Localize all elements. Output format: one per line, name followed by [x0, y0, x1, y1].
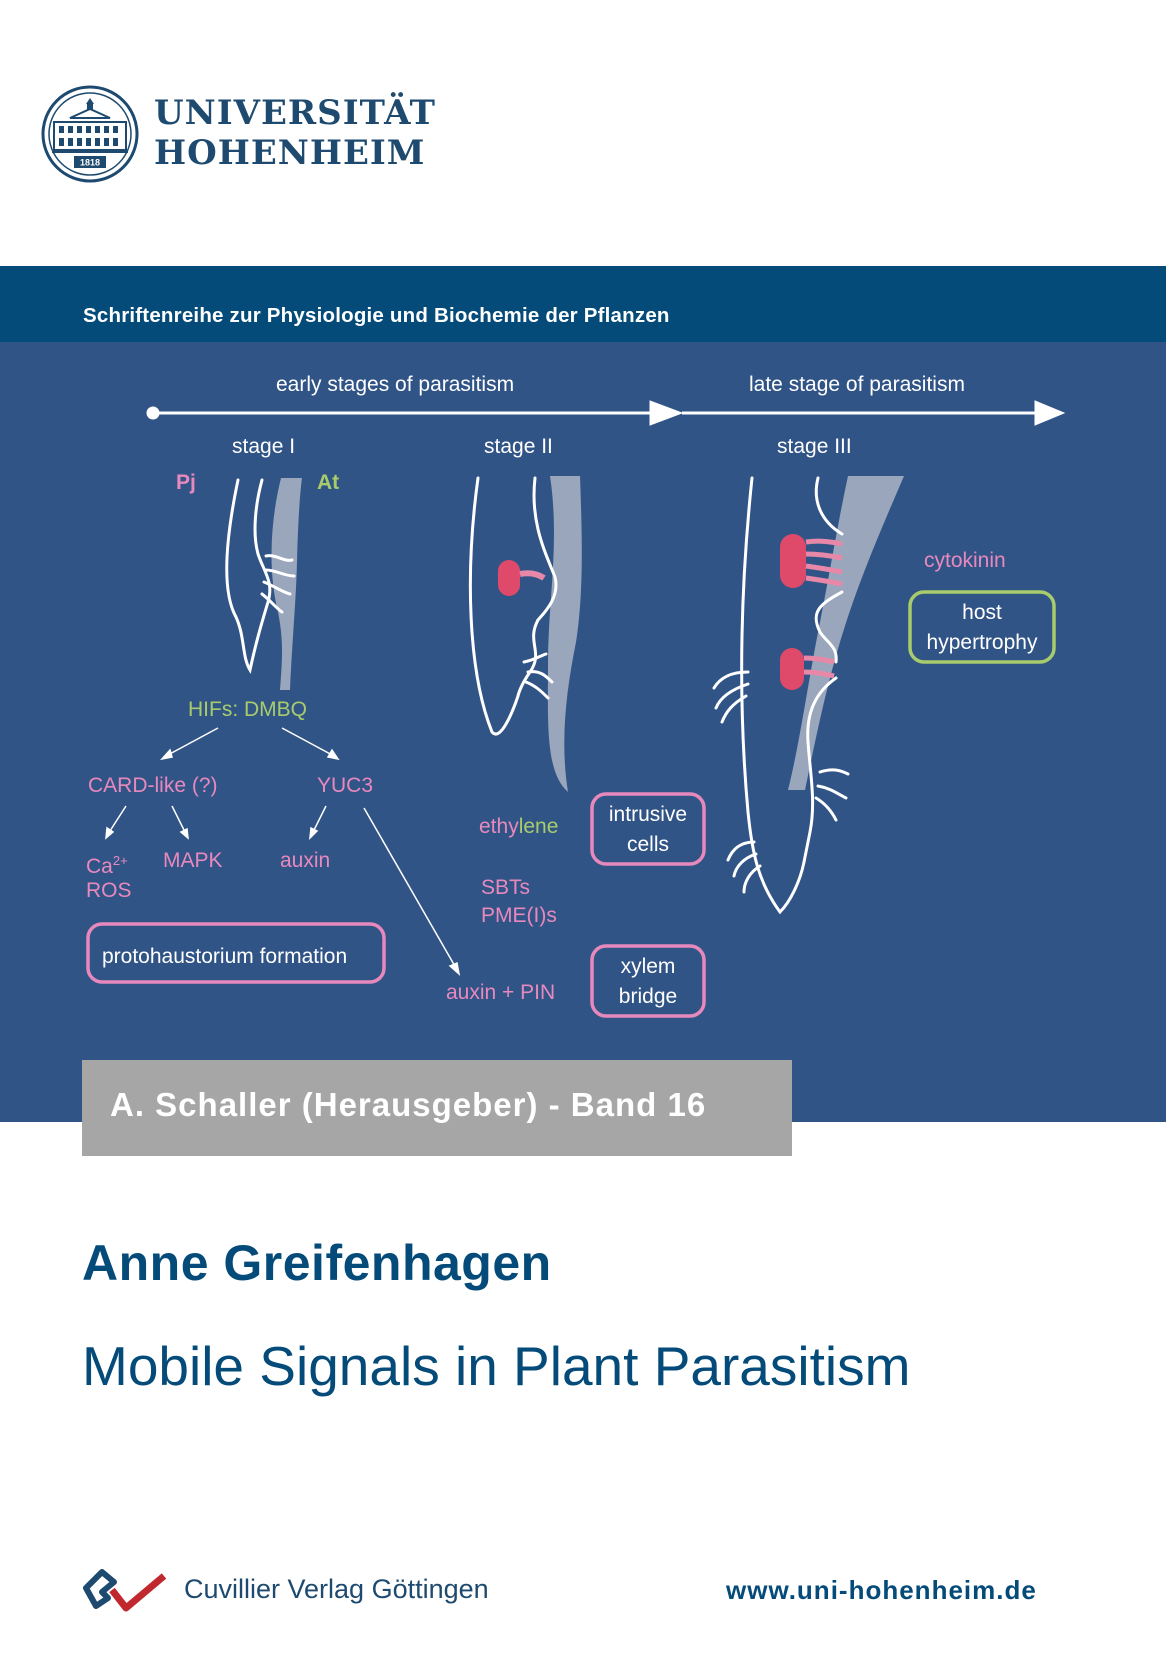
- host-line2: hypertrophy: [926, 631, 1038, 654]
- publisher-name: Cuvillier Verlag Göttingen: [184, 1574, 489, 1604]
- pmes-label: PME(I)s: [481, 904, 557, 927]
- publisher-logo-icon: [83, 1569, 167, 1612]
- intrusive-cells-label: intrusive cells: [592, 802, 704, 857]
- seal-year: 1818: [80, 158, 100, 168]
- ca-label: Ca2+: [86, 848, 128, 879]
- series-title: Schriftenreihe zur Physiologie und Bioch…: [83, 304, 670, 327]
- series-band: [0, 266, 1166, 342]
- stage2-illustration: [468, 476, 582, 792]
- timeline-late-label: late stage of parasitism: [749, 373, 965, 396]
- host-hypertrophy-label: host hypertrophy: [910, 600, 1054, 655]
- book-title: Mobile Signals in Plant Parasitism: [82, 1335, 911, 1397]
- yuc3-label: YUC3: [317, 774, 374, 797]
- ca-superscript: 2+: [112, 853, 128, 868]
- stage3-label: stage III: [777, 435, 852, 458]
- author-name: Anne Greifenhagen: [82, 1235, 552, 1291]
- hifs-label: HIFs: DMBQ: [188, 698, 307, 721]
- stage3-illustration: [712, 476, 904, 915]
- ethylene-part2: lene: [518, 815, 559, 838]
- xylem-line1: xylem: [620, 955, 676, 978]
- host-line1: host: [962, 601, 1002, 624]
- card-like-label: CARD-like (?): [88, 774, 218, 797]
- auxin-label: auxin: [280, 849, 331, 872]
- host-hypertrophy-box: [908, 590, 1056, 664]
- protohaustorium-label: protohaustorium formation: [102, 945, 348, 968]
- intrusive-line1: intrusive: [608, 803, 688, 826]
- sbts-label: SBTs: [481, 876, 531, 899]
- protohaustorium-box: [86, 922, 386, 984]
- timeline-arrow: [146, 400, 1066, 426]
- mapk-label: MAPK: [163, 849, 223, 872]
- at-label: At: [317, 471, 340, 494]
- editor-text: A. Schaller (Herausgeber) - Band 16: [110, 1086, 707, 1123]
- university-name-line1: UNIVERSITÄT: [154, 93, 436, 133]
- stage1-illustration: [225, 478, 302, 690]
- intrusive-line2: cells: [626, 833, 669, 856]
- xylem-line2: bridge: [618, 985, 678, 1008]
- ros-label: ROS: [86, 879, 132, 902]
- university-name: UNIVERSITÄT HOHENHEIM: [154, 93, 436, 173]
- stage1-label: stage I: [232, 435, 296, 458]
- pj-label: Pj: [176, 471, 196, 494]
- editor-band: [82, 1060, 792, 1156]
- intrusive-cells-box: [590, 792, 706, 866]
- website-url: www.uni-hohenheim.de: [726, 1575, 1037, 1605]
- stage2-label: stage II: [484, 435, 553, 458]
- parasitism-diagram: [86, 400, 1066, 1018]
- ca-text: Ca: [86, 855, 113, 878]
- xylem-bridge-box: [590, 944, 706, 1018]
- xylem-bridge-label: xylem bridge: [592, 954, 704, 1009]
- cytokinin-label: cytokinin: [924, 549, 1006, 572]
- auxin-pin-label: auxin + PIN: [446, 981, 556, 1004]
- university-seal-icon: 1818: [41, 85, 139, 183]
- university-name-line2: HOHENHEIM: [154, 133, 426, 173]
- cover-diagram-panel: [0, 342, 1166, 1122]
- ethylene-label: ethylene: [479, 814, 558, 839]
- ethylene-part1: ethy: [479, 815, 519, 838]
- timeline-early-label: early stages of parasitism: [276, 373, 515, 396]
- signal-arrows: [105, 727, 461, 977]
